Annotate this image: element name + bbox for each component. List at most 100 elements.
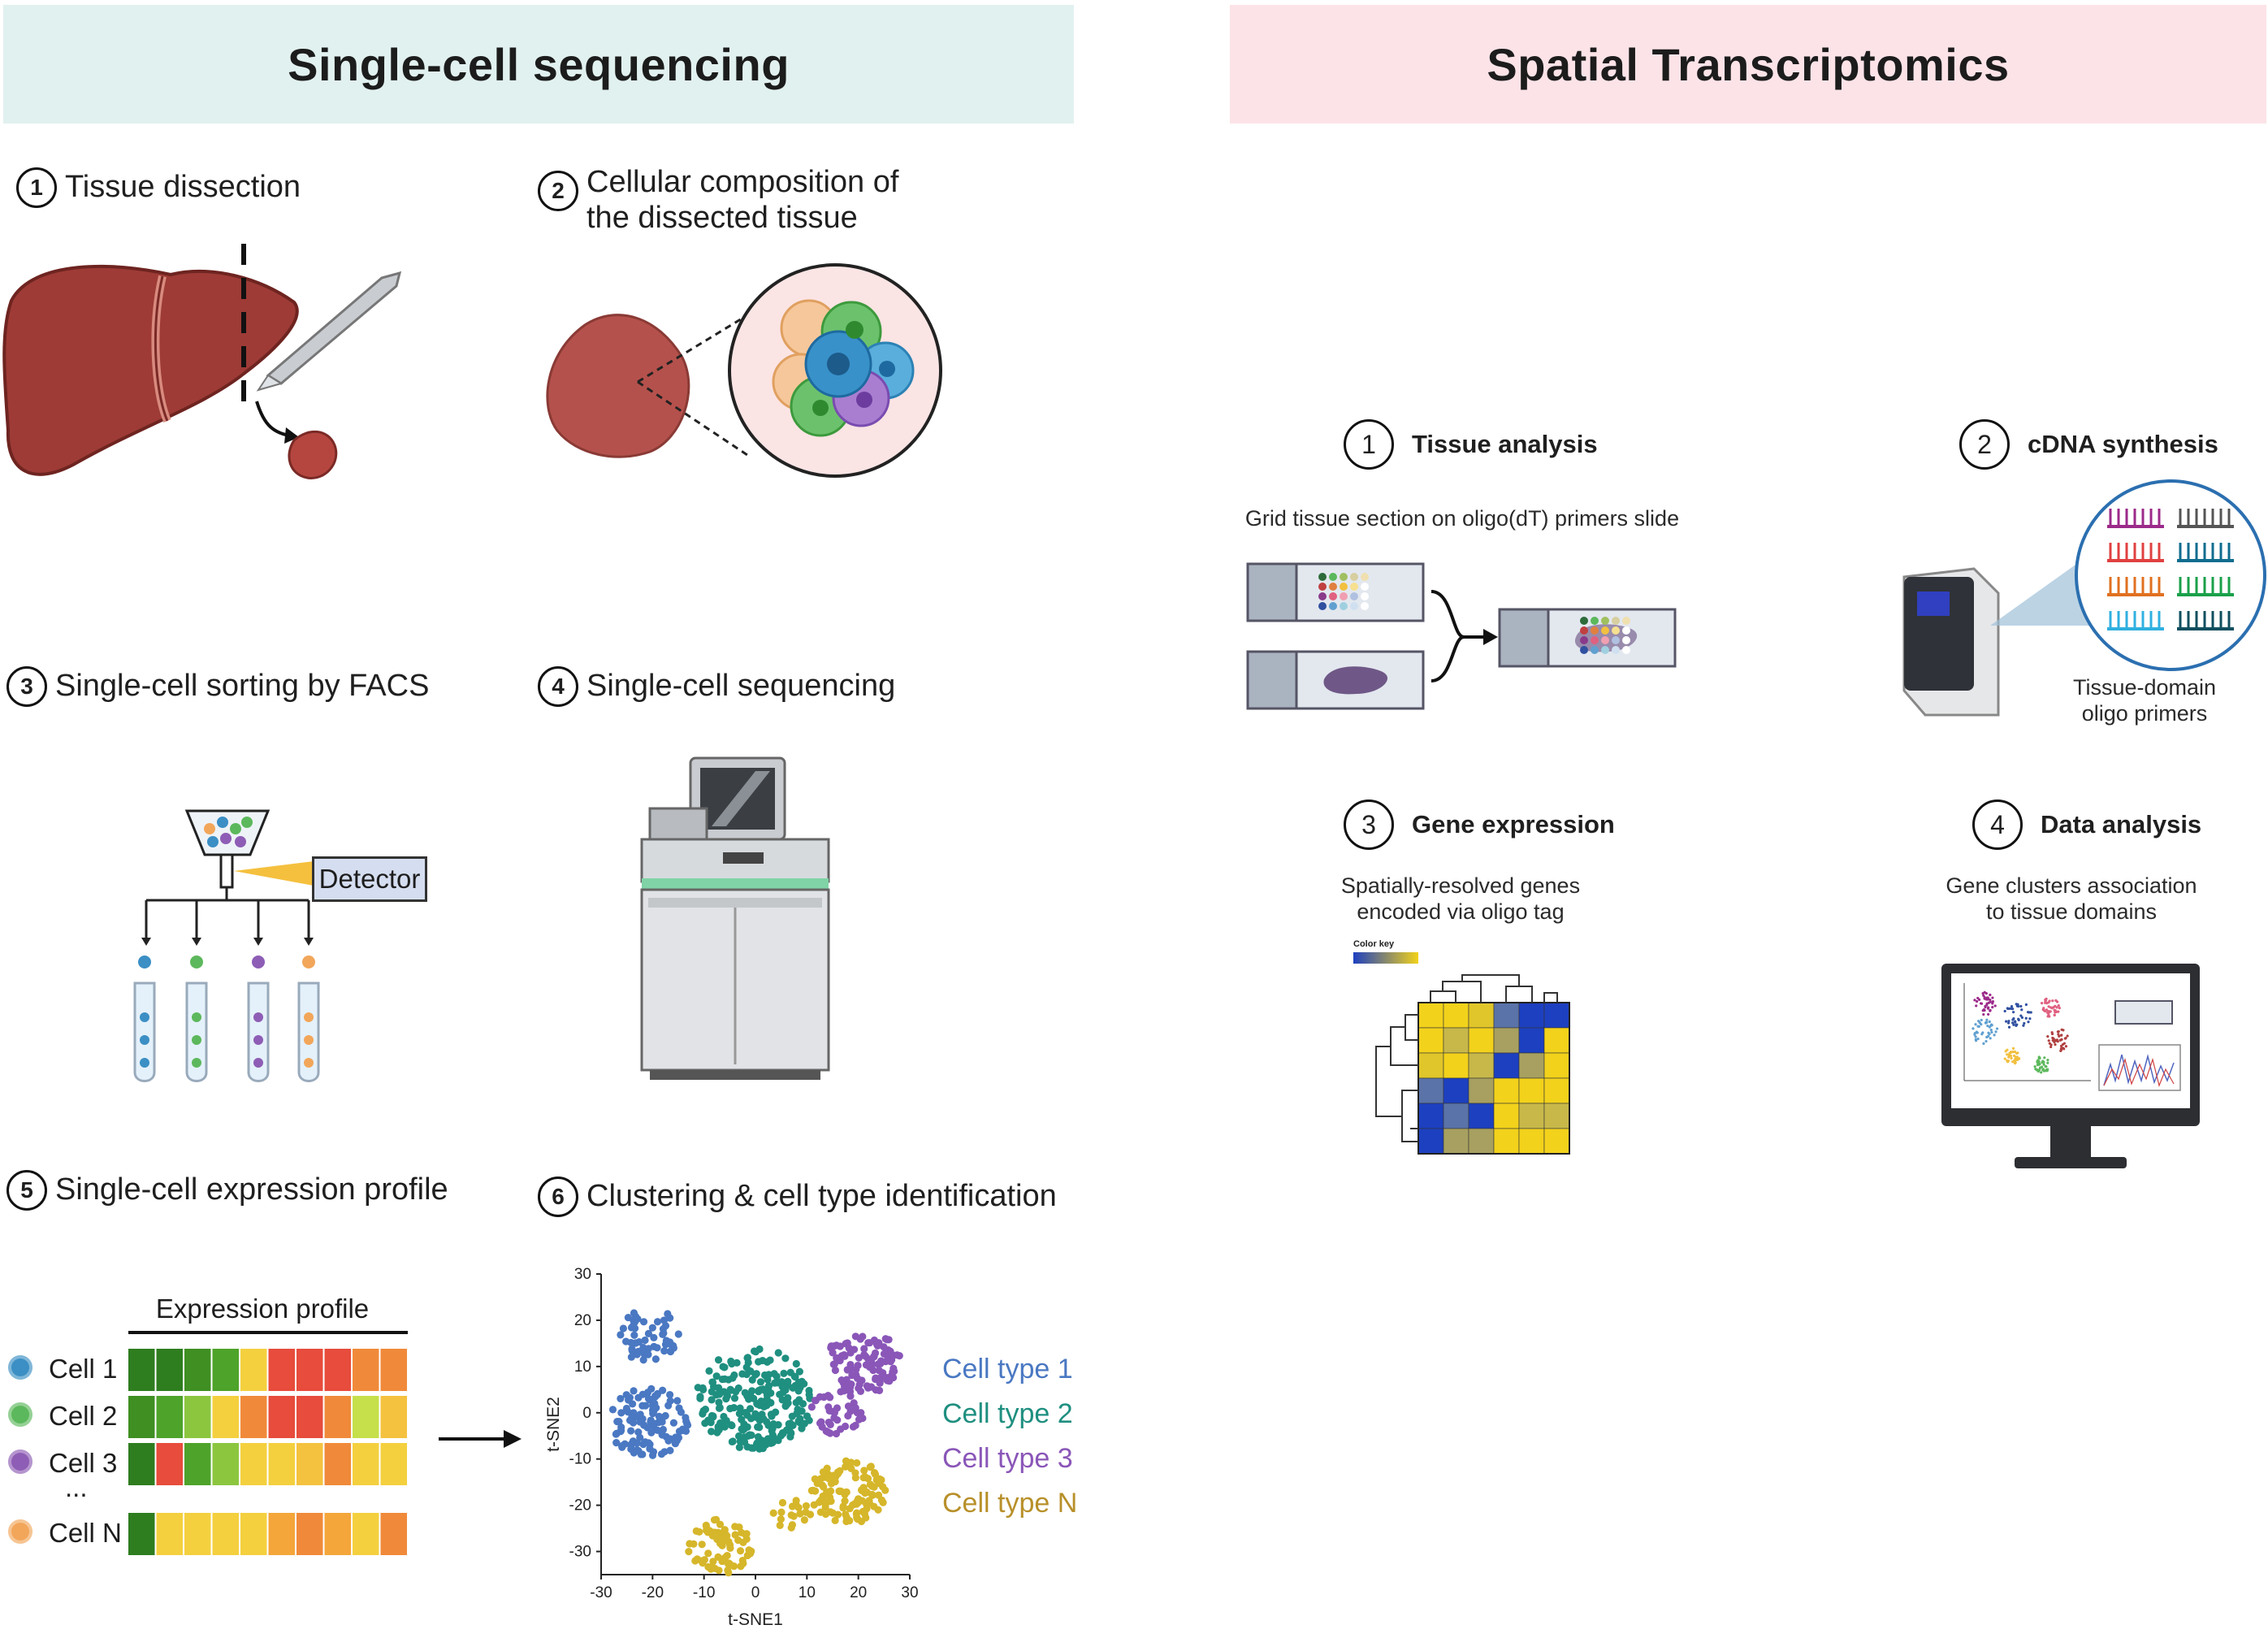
scatter-point	[859, 1474, 868, 1482]
mini-scatter-point	[2047, 1005, 2050, 1008]
grid-spot	[1329, 602, 1337, 610]
scatter-point	[738, 1426, 747, 1434]
scatter-point	[725, 1560, 734, 1568]
scatter-point	[648, 1324, 656, 1332]
mini-scatter-point	[1980, 1023, 1983, 1026]
scatter-point	[756, 1378, 765, 1386]
thermocycler-icon	[1902, 567, 2000, 717]
step-number: 2	[538, 171, 578, 211]
mini-scatter-point	[2028, 1017, 2032, 1020]
scatter-point	[738, 1370, 747, 1378]
mini-scatter-point	[1975, 1039, 1978, 1042]
expression-title-underline	[128, 1331, 408, 1334]
mini-scatter-point	[1987, 1012, 1990, 1016]
mini-scatter-point	[2020, 1016, 2023, 1019]
heatmap-cell	[128, 1396, 155, 1438]
caption-line2: to tissue domains	[1985, 899, 2158, 924]
right-step-3-gene-expression: 3 Gene expression	[1344, 800, 1615, 850]
scatter-point	[612, 1439, 621, 1447]
scatter-point	[877, 1496, 886, 1504]
mini-scatter-point	[2052, 1006, 2055, 1009]
scatter-point	[820, 1483, 828, 1491]
step-6-clustering: 6 Clustering & cell type identification	[538, 1176, 1057, 1217]
scatter-point	[715, 1404, 724, 1412]
heatmap-cell	[268, 1513, 295, 1555]
x-tick-label: -10	[693, 1584, 715, 1601]
mini-scatter-point	[2046, 1059, 2049, 1062]
scatter-point	[661, 1322, 670, 1330]
scatter-point	[693, 1555, 701, 1563]
scatter-point	[851, 1421, 859, 1429]
mini-scatter-point	[2051, 1038, 2054, 1042]
mini-scatter-point	[2003, 1009, 2006, 1013]
heatmap-cell	[156, 1513, 183, 1555]
scatter-point	[810, 1501, 818, 1509]
mini-scatter-point	[1995, 1027, 1999, 1030]
grid-spot	[1318, 602, 1327, 610]
scatter-point	[629, 1400, 637, 1408]
x-axis-label: t-SNE1	[728, 1610, 783, 1629]
grid-spot	[1329, 583, 1337, 591]
mini-scatter-point	[1991, 1002, 1994, 1005]
heatmap-cell	[240, 1513, 267, 1555]
scatter-point	[714, 1356, 723, 1364]
scatter-point	[795, 1396, 803, 1404]
scatter-point	[858, 1486, 866, 1495]
scatter-point	[830, 1360, 838, 1368]
scatter-point	[881, 1486, 889, 1494]
scatter-point	[741, 1389, 749, 1397]
mini-scatter-point	[1986, 1024, 1989, 1028]
scatter-point	[617, 1331, 625, 1339]
mini-scatter-point	[2042, 1069, 2045, 1072]
scatter-point	[737, 1562, 745, 1571]
scatter-point	[831, 1366, 840, 1375]
scatter-point	[856, 1335, 864, 1343]
scatter-point	[647, 1384, 656, 1393]
step-4-sequencing: 4 Single-cell sequencing	[538, 666, 895, 707]
heatmap-cell	[1443, 1128, 1469, 1155]
grid-spot	[1318, 583, 1327, 591]
scatter-point	[839, 1502, 847, 1510]
scatter-point	[876, 1357, 885, 1365]
step-label: Data analysis	[2041, 810, 2202, 838]
scatter-point	[650, 1333, 658, 1341]
scatter-point	[638, 1402, 647, 1410]
mini-scatter-point	[1989, 1000, 1992, 1003]
scatter-point	[788, 1502, 797, 1510]
heatmap-cell	[324, 1349, 351, 1391]
facs-illustration	[133, 809, 320, 1082]
scatter-point	[751, 1410, 760, 1418]
scatter-point	[774, 1349, 782, 1357]
mini-scatter-point	[2060, 1034, 2063, 1037]
grid-spot	[1329, 573, 1337, 581]
scatter-point	[738, 1556, 747, 1565]
mini-scatter-point	[2054, 1009, 2057, 1012]
scatter-point	[638, 1390, 647, 1398]
scatter-point	[715, 1566, 723, 1575]
mini-scatter-point	[1981, 992, 1984, 995]
step-number: 5	[6, 1170, 47, 1211]
scatter-point	[800, 1380, 808, 1388]
scatter-point	[794, 1387, 803, 1395]
heatmap-cell	[184, 1396, 211, 1438]
scatter-point	[836, 1467, 844, 1476]
scatter-point	[826, 1429, 834, 1437]
mini-scatter-point	[1976, 1025, 1980, 1028]
scatter-point	[738, 1415, 746, 1424]
heatmap-cell	[1493, 1077, 1520, 1104]
y-tick-label: 0	[582, 1405, 591, 1422]
scatter-point	[721, 1375, 729, 1383]
scatter-point	[812, 1397, 820, 1405]
mini-scatter-point	[1983, 997, 1986, 1000]
scatter-point	[658, 1418, 666, 1426]
scatter-point	[764, 1371, 773, 1379]
mini-scatter-point	[2056, 1040, 2059, 1043]
scatter-point	[772, 1378, 780, 1387]
grid-spot	[1591, 626, 1599, 635]
scatter-point	[704, 1549, 712, 1558]
scatter-point	[724, 1566, 732, 1575]
scatter-point	[726, 1405, 734, 1413]
scalpel-icon	[256, 271, 402, 392]
mini-scatter-point	[2057, 1029, 2060, 1034]
